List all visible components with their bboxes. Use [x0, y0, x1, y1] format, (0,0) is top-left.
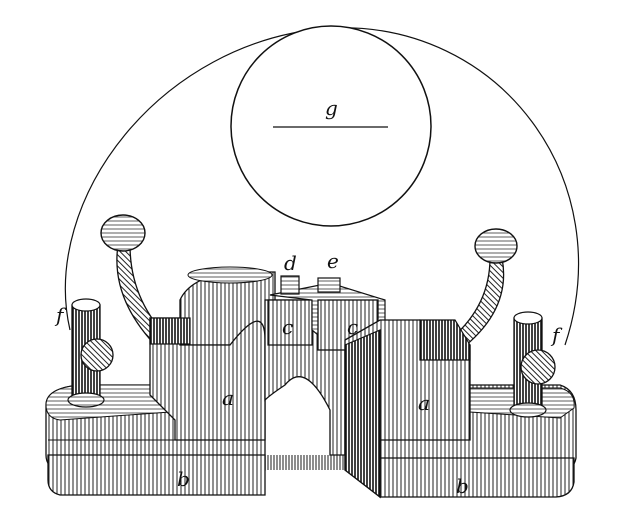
label-c-left: c: [282, 315, 293, 339]
left-knob: [100, 214, 146, 252]
right-block: [344, 319, 471, 499]
label-b-right: b: [456, 474, 469, 498]
galvanometer-circle: [230, 25, 432, 227]
label-b-left: b: [177, 467, 190, 491]
label-f-right: f: [550, 323, 563, 347]
label-a-right: a: [418, 391, 430, 415]
label-c-right: c: [347, 315, 358, 339]
right-knob: [474, 228, 518, 264]
right-binding-post: [509, 311, 556, 418]
label-d: d: [284, 251, 297, 275]
label-a-left: a: [222, 386, 234, 410]
label-e: e: [327, 249, 339, 273]
left-shadow: [265, 455, 345, 470]
left-block: [149, 317, 266, 441]
slab: [269, 275, 386, 351]
label-f-left: f: [54, 303, 67, 327]
label-g: g: [325, 96, 338, 120]
left-binding-post: [67, 298, 114, 408]
